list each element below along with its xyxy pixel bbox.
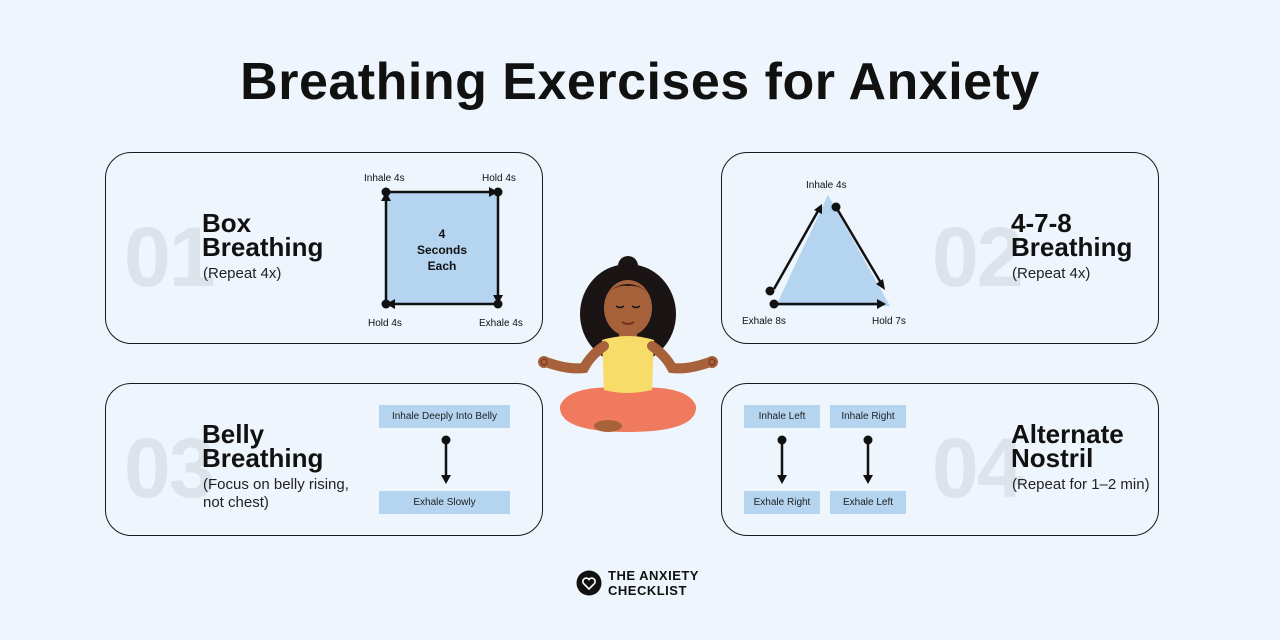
brand-line1: THE ANXIETY bbox=[608, 568, 699, 583]
alternate-nostril-card: 04 Alternate Nostril (Repeat for 1–2 min… bbox=[721, 383, 1159, 536]
box-breathing-card: 01 Box Breathing (Repeat 4x) Inhale 4s H… bbox=[105, 152, 543, 344]
label-bottom-right: Hold 7s bbox=[872, 316, 906, 327]
label-bottom-left: Hold 4s bbox=[368, 318, 402, 329]
card-number: 02 bbox=[932, 210, 1023, 304]
center-line3: Each bbox=[428, 259, 457, 273]
brand-line2: CHECKLIST bbox=[608, 583, 687, 598]
card-subtitle: (Repeat for 1–2 min) bbox=[1012, 476, 1150, 493]
exhale-label: Exhale Slowly bbox=[379, 491, 510, 514]
card-heading-line1: Belly bbox=[202, 419, 265, 449]
label-top-left: Inhale 4s bbox=[364, 173, 405, 184]
card-subtitle: (Repeat 4x) bbox=[203, 265, 282, 282]
inhale-label: Inhale Deeply Into Belly bbox=[379, 405, 510, 428]
triangle-fill bbox=[776, 195, 890, 306]
card-heading-line1: Alternate bbox=[1011, 419, 1124, 449]
label-top: Inhale 4s bbox=[806, 180, 847, 191]
exhale-right-label: Exhale Right bbox=[744, 491, 820, 514]
card-number: 03 bbox=[124, 421, 215, 515]
card-heading-line2: Breathing bbox=[202, 443, 324, 473]
exhale-left-label: Exhale Left bbox=[830, 491, 906, 514]
page-title: Breathing Exercises for Anxiety bbox=[240, 53, 1040, 111]
box-breathing-diagram: Inhale 4s Hold 4s Hold 4s Exhale 4s 4 Se… bbox=[364, 173, 523, 329]
label-bottom-right: Exhale 4s bbox=[479, 318, 523, 329]
inhale-right-label: Inhale Right bbox=[830, 405, 906, 428]
label-top-right: Hold 4s bbox=[482, 173, 516, 184]
down-arrow-icon bbox=[863, 435, 873, 484]
card-heading-line1: 4-7-8 bbox=[1011, 208, 1072, 238]
label-bottom-left: Exhale 8s bbox=[742, 316, 786, 327]
down-arrow-icon bbox=[441, 435, 451, 484]
center-line2: Seconds bbox=[417, 243, 467, 257]
triangle-breathing-diagram: Inhale 4s Exhale 8s Hold 7s bbox=[742, 180, 906, 327]
heart-in-circle-icon bbox=[576, 570, 602, 596]
box-square bbox=[386, 192, 498, 304]
card-subtitle-line2: not chest) bbox=[203, 494, 269, 511]
card-subtitle-line1: (Focus on belly rising, bbox=[203, 476, 349, 493]
center-line1: 4 bbox=[439, 227, 446, 241]
card-heading-line1: Box bbox=[202, 208, 252, 238]
inhale-left-label: Inhale Left bbox=[744, 405, 820, 428]
card-number: 04 bbox=[932, 421, 1023, 515]
four-seven-eight-card: 02 4-7-8 Breathing (Repeat 4x) Inhale 4s… bbox=[721, 152, 1159, 344]
card-subtitle: (Repeat 4x) bbox=[1012, 265, 1091, 282]
belly-breathing-card: 03 Belly Breathing (Focus on belly risin… bbox=[105, 383, 543, 536]
down-arrow-icon bbox=[777, 435, 787, 484]
card-heading-line2: Breathing bbox=[1011, 232, 1133, 262]
card-heading-line2: Nostril bbox=[1011, 443, 1094, 473]
card-number: 01 bbox=[124, 210, 215, 304]
meditating-woman-illustration bbox=[538, 256, 718, 432]
card-heading-line2: Breathing bbox=[202, 232, 324, 262]
brand-logo: THE ANXIETY CHECKLIST bbox=[576, 568, 699, 598]
